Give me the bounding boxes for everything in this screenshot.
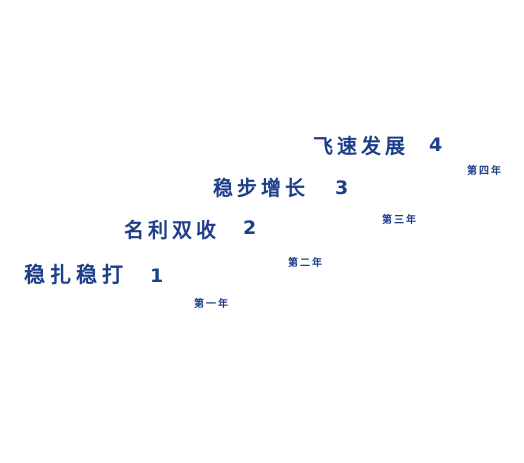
stage-4-year-label: 第四年 [467,166,503,177]
stage-3-title: 稳步增长 [213,176,309,200]
stage-1-title: 稳扎稳打 [24,263,128,287]
stage-1-year-label: 第一年 [194,299,230,310]
stage-2-number: 2 [243,217,257,239]
stage-2-year-label: 第二年 [288,258,324,269]
stage-4-title: 飞速发展 [313,134,409,158]
stage-1-number: 1 [150,265,164,287]
stage-2-title: 名利双收 [124,218,220,242]
stage-3-number: 3 [335,177,349,199]
stage-3-year-label: 第三年 [382,215,418,226]
stage-4-number: 4 [429,134,443,156]
